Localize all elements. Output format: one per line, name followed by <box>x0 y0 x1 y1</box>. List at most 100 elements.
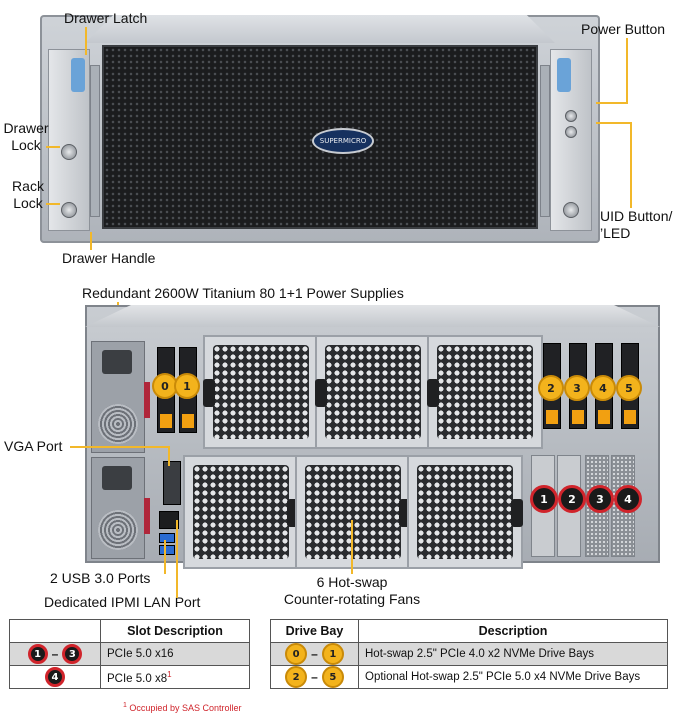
bay-desc-cell: Hot-swap 2.5" PCIe 4.0 x2 NVMe Drive Bay… <box>358 642 668 666</box>
footnote-number: 1 <box>123 702 127 709</box>
drive-bay-label-4: 4 <box>590 375 616 401</box>
slot-badge-to: 3 <box>62 644 83 664</box>
fan-mesh <box>193 465 289 559</box>
callout-line-drawer-latch <box>85 27 87 55</box>
left-front-ear <box>48 49 90 231</box>
rack-lock-knob-right <box>563 202 579 218</box>
pcie-slot-label-2: 2 <box>558 485 586 513</box>
drawer-lock-line1: Drawer <box>3 120 49 136</box>
callout-line-drawer-handle <box>90 232 92 250</box>
power-button-knob <box>565 110 577 122</box>
slot-range: 1 – 3 <box>16 644 94 664</box>
table-row: 4 PCIe 5.0 x81 <box>9 665 250 689</box>
bay-badge-from: 0 <box>285 643 308 665</box>
fan-module-5 <box>295 455 411 569</box>
psu2-fan <box>98 510 138 550</box>
power-supply-1 <box>91 341 150 453</box>
range-dash: – <box>311 647 318 661</box>
callout-line-drawer-lock <box>46 146 60 148</box>
drawer-lock-knob <box>61 144 77 160</box>
fan-handle <box>427 379 439 407</box>
range-dash: – <box>51 647 59 661</box>
table-row: 1 – 3 PCIe 5.0 x16 <box>9 642 250 666</box>
callout-rack-lock: Rack Lock <box>6 178 50 212</box>
uid-line2: ’LED <box>600 225 631 241</box>
bay-range: 0 – 1 <box>277 643 352 665</box>
slot-description-table: Slot Description 1 – 3 PCIe 5.0 x16 4 PC… <box>9 619 250 689</box>
fan-mesh <box>325 345 421 439</box>
drive-bay-2-pull <box>546 410 558 424</box>
psu1-power-inlet <box>102 350 132 374</box>
rear-chassis-image: 0 1 2 3 4 5 1 2 3 4 <box>85 305 660 569</box>
fan-module-1 <box>203 335 319 449</box>
table-row: 2 – 5 Optional Hot-swap 2.5" PCIe 5.0 x4… <box>270 665 668 689</box>
callout-line-ipmi <box>176 520 178 598</box>
drive-bay-5-pull <box>624 410 636 424</box>
drive-bay-0-pull <box>160 414 172 428</box>
psu2-power-inlet <box>102 466 132 490</box>
callout-line-rack-lock <box>46 203 60 205</box>
fan-module-3 <box>427 335 543 449</box>
drive-bay-label-3: 3 <box>564 375 590 401</box>
psu2-release-tab <box>144 498 150 534</box>
fan-handle <box>315 379 327 407</box>
callout-line-usb <box>164 540 166 574</box>
power-supply-2 <box>91 457 150 559</box>
bay-badge-to: 5 <box>321 666 344 688</box>
fan-mesh <box>437 345 533 439</box>
drive-bay-label-1: 1 <box>174 373 200 399</box>
vga-port <box>163 461 181 505</box>
callout-line-vga-v <box>168 446 170 466</box>
rack-lock-line2: Lock <box>13 195 43 211</box>
bay-range-cell: 0 – 1 <box>270 642 359 666</box>
usb-port-1 <box>159 533 175 543</box>
callout-vga-port: VGA Port <box>4 438 63 454</box>
uid-line1: UID Button/ <box>600 208 673 224</box>
pcie-slot-label-1: 1 <box>530 485 558 513</box>
footnote: 1 Occupied by SAS Controller <box>123 702 241 713</box>
slot-desc-cell: PCIe 5.0 x81 <box>100 665 250 689</box>
callout-line-power-button-h <box>596 102 628 104</box>
callout-ipmi-lan: Dedicated IPMI LAN Port <box>44 594 201 610</box>
fan-module-4 <box>183 455 299 569</box>
drive-bay-table: Drive Bay Description 0 – 1 Hot-swap 2.5… <box>270 619 668 689</box>
usb-port-2 <box>159 545 175 555</box>
callout-line-uid-v <box>630 122 632 208</box>
callout-line-power-button-v <box>626 38 628 104</box>
supermicro-logo: SUPERMICRO <box>312 128 374 154</box>
drive-bay-label-5: 5 <box>616 375 642 401</box>
callout-uid-button: UID Button/ ’LED <box>600 208 672 242</box>
range-dash: – <box>311 670 318 684</box>
drawer-lock-line2: Lock <box>11 137 41 153</box>
slot-range-cell: 4 <box>9 665 101 689</box>
drawer-latch-right <box>557 58 571 92</box>
bay-badge-to: 1 <box>321 643 344 665</box>
fan-handle <box>511 499 523 527</box>
callout-drawer-handle: Drawer Handle <box>62 250 156 266</box>
footnote-ref: 1 <box>167 669 172 679</box>
slot-table-header-desc: Slot Description <box>100 619 250 643</box>
uid-button-knob <box>565 126 577 138</box>
fan-mesh <box>305 465 401 559</box>
slot-desc-text: PCIe 5.0 x8 <box>107 672 168 685</box>
front-chassis-image: SUPERMICRO <box>40 15 600 243</box>
drawer-latch-left <box>71 58 85 92</box>
slot-table-header-blank <box>9 619 101 643</box>
slot-range: 4 <box>16 667 94 687</box>
fan-mesh <box>213 345 309 439</box>
fans-line2: Counter-rotating Fans <box>283 591 421 607</box>
bay-desc-cell: Optional Hot-swap 2.5" PCIe 5.0 x4 NVMe … <box>358 665 668 689</box>
drive-bay-label-2: 2 <box>538 375 564 401</box>
bay-range: 2 – 5 <box>277 666 352 688</box>
right-front-ear <box>550 49 592 231</box>
fans-line1: 6 Hot-swap <box>316 574 388 590</box>
fan-handle <box>203 379 215 407</box>
drive-bay-4-pull <box>598 410 610 424</box>
drawer-handle-right <box>540 65 550 217</box>
bay-table-header: Drive Bay Description <box>270 619 668 643</box>
table-row: 0 – 1 Hot-swap 2.5" PCIe 4.0 x2 NVMe Dri… <box>270 642 668 666</box>
fan-mesh <box>417 465 513 559</box>
callout-line-uid-h <box>596 122 632 124</box>
callout-usb-ports: 2 USB 3.0 Ports <box>50 570 151 586</box>
slot-badge: 4 <box>45 667 65 687</box>
